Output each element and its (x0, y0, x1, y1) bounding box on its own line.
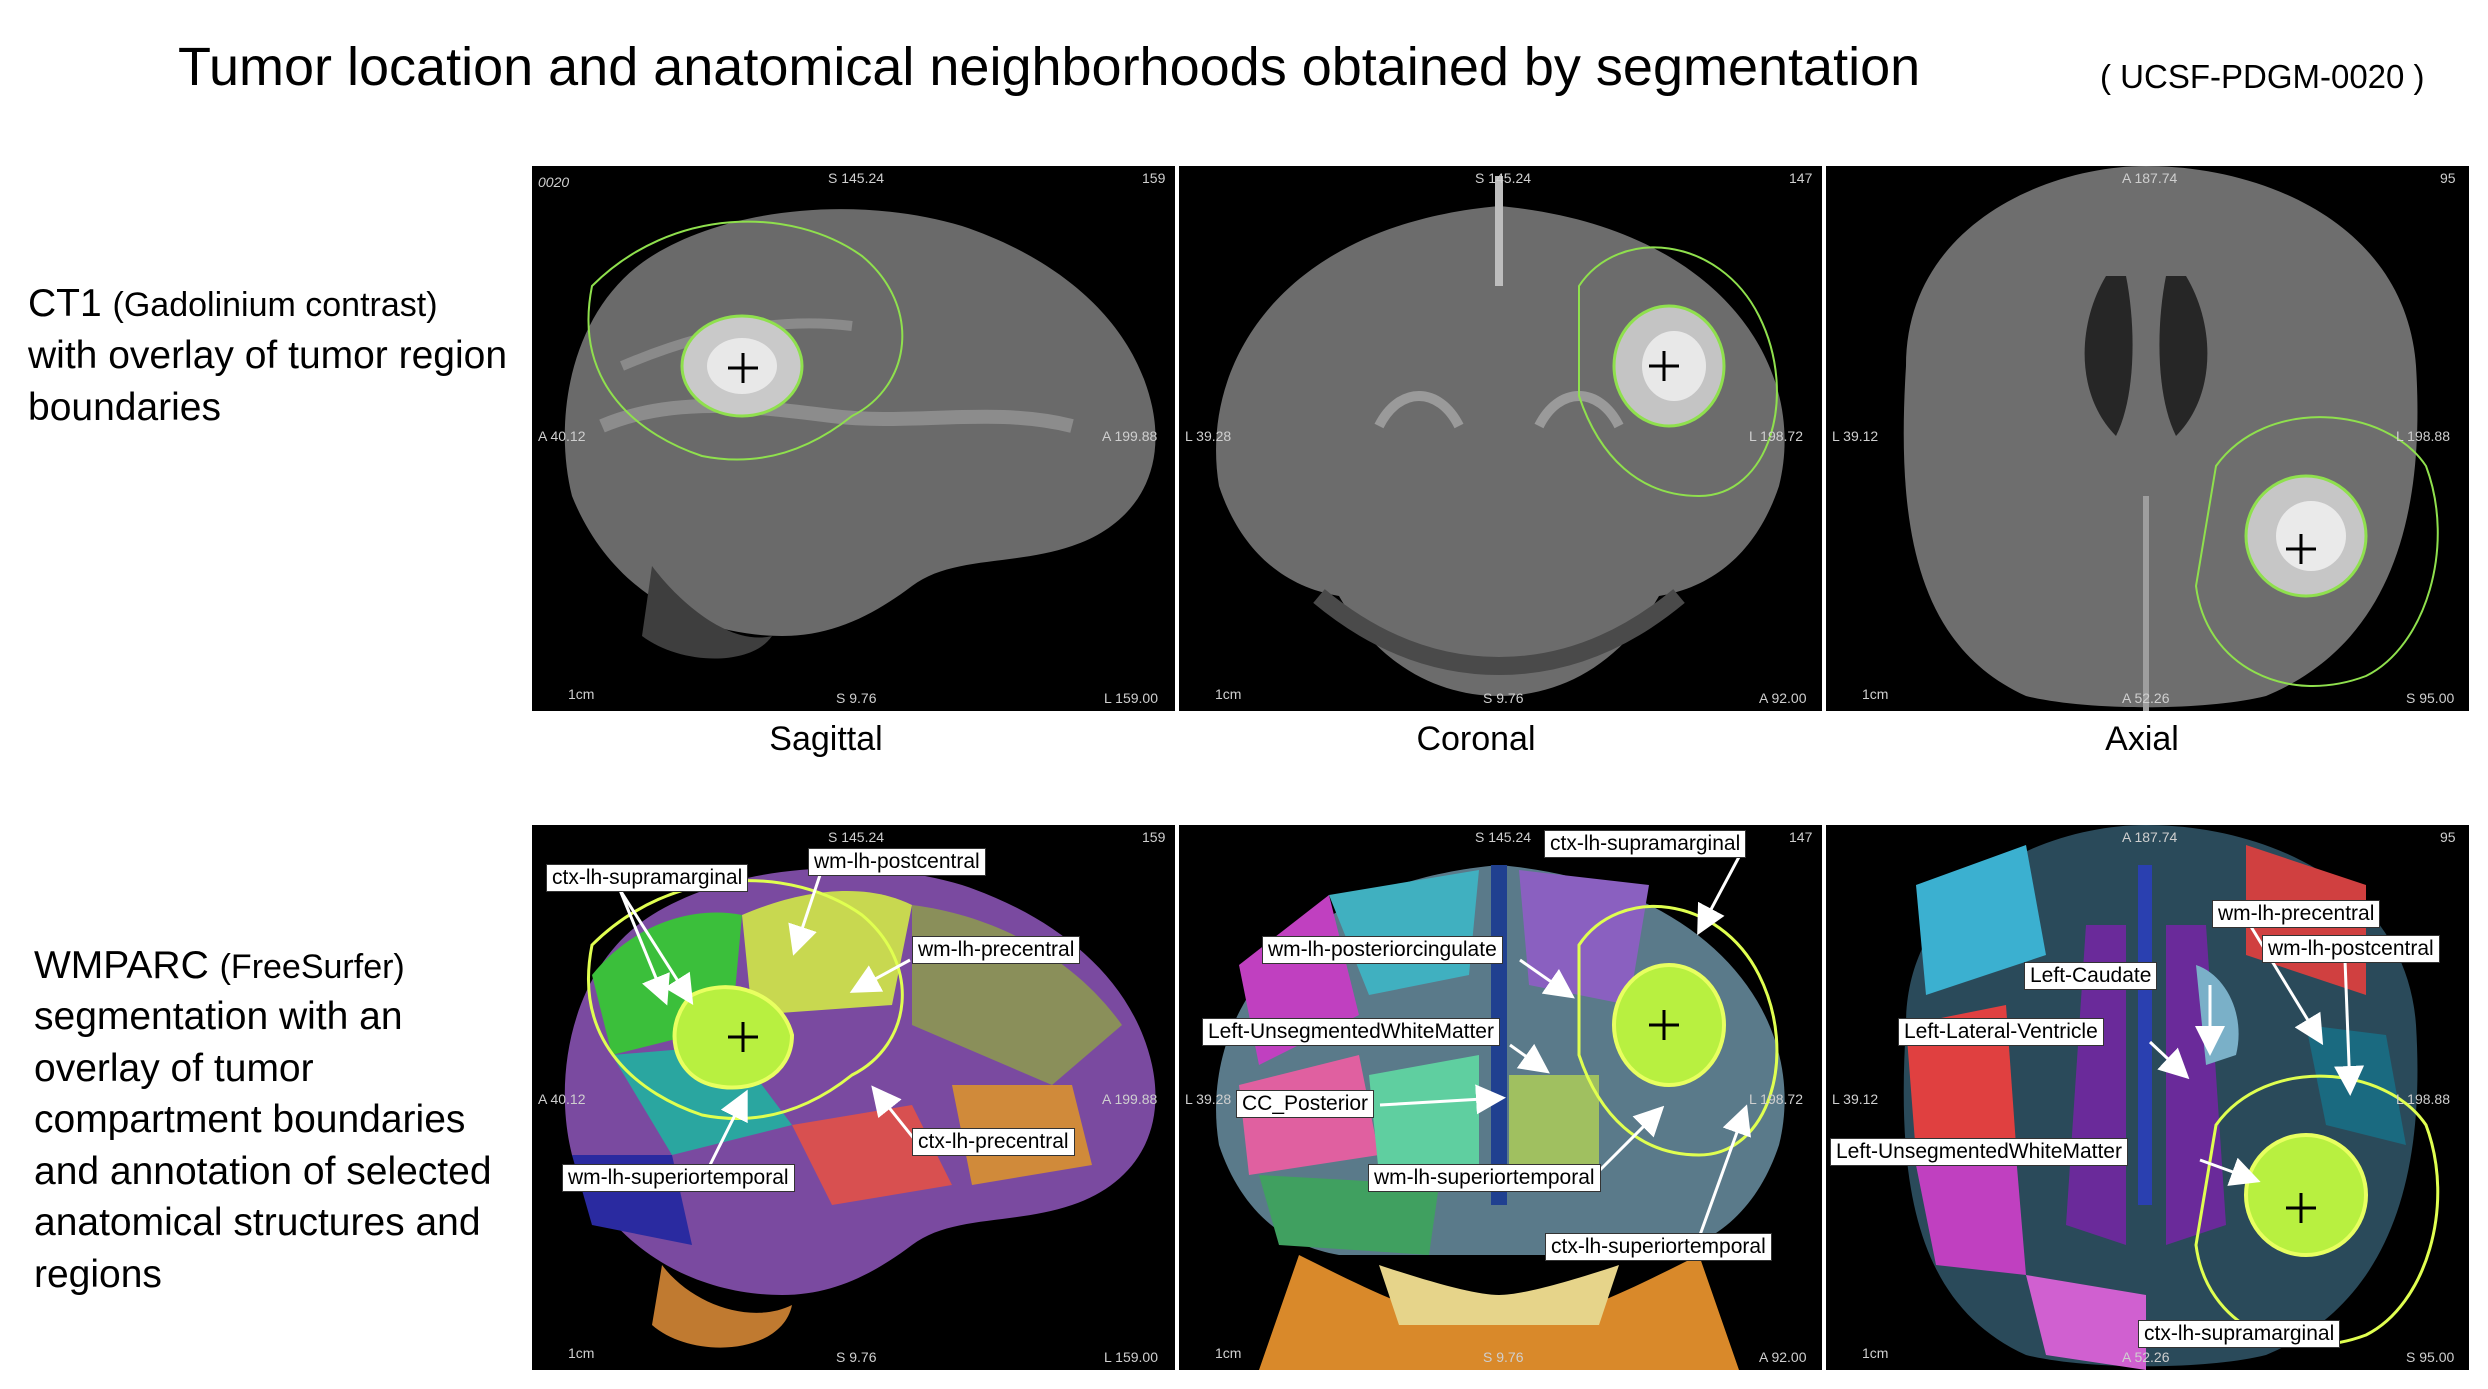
label-sag-precentral-ctx: ctx-lh-precentral (912, 1128, 1075, 1156)
row-name-wmparc: WMPARC (34, 944, 209, 987)
orient-left: L 39.28 (1185, 1091, 1232, 1107)
slice-number: 147 (1789, 170, 1813, 186)
orient-bottom: S 9.76 (836, 1349, 877, 1365)
scale-bar: 1cm (1215, 686, 1242, 702)
ct1-axial-image (1903, 166, 2439, 711)
orient-left: L 39.12 (1832, 1091, 1879, 1107)
orient-left: A 40.12 (538, 428, 586, 444)
orient-top: S 145.24 (828, 170, 885, 186)
orient-bottom-right: A 92.00 (1759, 1349, 1807, 1365)
orient-bottom: S 9.76 (1483, 1349, 1524, 1365)
slice-number: 147 (1789, 829, 1813, 845)
wmparc-sagittal-panel[interactable]: S 145.24 159 A 40.12 A 199.88 S 9.76 L 1… (532, 825, 1175, 1370)
label-ax-precentral: wm-lh-precentral (2212, 900, 2381, 928)
orient-left: A 40.12 (538, 1091, 586, 1107)
ct1-coronal-image (1216, 176, 1785, 696)
orient-right: L 198.72 (1749, 1091, 1803, 1107)
scale-bar: 1cm (1862, 686, 1889, 702)
orient-bottom-right: L 159.00 (1104, 1349, 1158, 1365)
orient-left: L 39.28 (1185, 428, 1232, 444)
row-description-wmparc: WMPARC (FreeSurfer) segmentation with an… (34, 940, 514, 1300)
orient-bottom-right: S 95.00 (2406, 1349, 2455, 1365)
row-text-ct1: with overlay of tumor region boundaries (28, 333, 508, 429)
scale-bar: 1cm (568, 686, 595, 702)
scale-bar: 1cm (1215, 1345, 1242, 1361)
orient-top: A 187.74 (2122, 170, 2178, 186)
orient-right: A 199.88 (1102, 1091, 1158, 1107)
orient-right: L 198.88 (2396, 428, 2450, 444)
orient-bottom-right: L 159.00 (1104, 690, 1158, 706)
orient-left: L 39.12 (1832, 428, 1879, 444)
label-ax-supramarginal: ctx-lh-supramarginal (2138, 1320, 2341, 1348)
view-label-sagittal: Sagittal (769, 720, 883, 758)
row-note-wmparc: (FreeSurfer) (219, 948, 405, 986)
orient-right: L 198.88 (2396, 1091, 2450, 1107)
orient-top: S 145.24 (828, 829, 885, 845)
slice-number: 159 (1142, 170, 1166, 186)
case-id: ( UCSF-PDGM-0020 ) (2100, 58, 2425, 95)
orient-top: A 187.74 (2122, 829, 2178, 845)
label-sag-precentral-wm: wm-lh-precentral (912, 936, 1081, 964)
row-text-wmparc: segmentation with an overlay of tumor co… (34, 995, 492, 1296)
label-cor-posteriorcingulate: wm-lh-posteriorcingulate (1262, 936, 1503, 964)
orient-top: S 145.24 (1475, 829, 1532, 845)
orient-bottom: S 9.76 (836, 690, 877, 706)
orient-bottom-right: A 92.00 (1759, 690, 1807, 706)
label-cor-supramarginal: ctx-lh-supramarginal (1544, 830, 1747, 858)
slice-number: 95 (2440, 829, 2456, 845)
ct1-coronal-panel[interactable]: S 145.24 147 L 39.28 L 198.72 S 9.76 A 9… (1179, 166, 1822, 711)
orient-right: A 199.88 (1102, 428, 1158, 444)
label-ax-ventricle: Left-Lateral-Ventricle (1898, 1018, 2104, 1046)
scale-bar: 1cm (1862, 1345, 1889, 1361)
label-cor-cc: CC_Posterior (1236, 1090, 1375, 1118)
orient-bottom-right: S 95.00 (2406, 690, 2455, 706)
label-sag-superiortemporal: wm-lh-superiortemporal (562, 1164, 795, 1192)
figure-title: Tumor location and anatomical neighborho… (178, 37, 1921, 97)
ct1-sagittal-panel[interactable]: 0020 S 145.24 159 A 40.12 A 199.88 S 9.7… (532, 166, 1175, 711)
orient-bottom: S 9.76 (1483, 690, 1524, 706)
scale-bar: 1cm (568, 1345, 595, 1361)
slice-number: 159 (1142, 829, 1166, 845)
slice-number: 95 (2440, 170, 2456, 186)
row-note-ct1: (Gadolinium contrast) (112, 286, 438, 324)
label-cor-superiortemporal-wm: wm-lh-superiortemporal (1368, 1164, 1601, 1192)
orient-bottom: A 52.26 (2122, 690, 2170, 706)
row-description-ct1: CT1 (Gadolinium contrast) with overlay o… (28, 278, 508, 434)
orient-top: S 145.24 (1475, 170, 1532, 186)
orient-right: L 198.72 (1749, 428, 1803, 444)
view-label-axial: Axial (2105, 720, 2179, 758)
label-cor-unsegmented: Left-UnsegmentedWhiteMatter (1202, 1018, 1500, 1046)
label-cor-superiortemporal-ctx: ctx-lh-superiortemporal (1545, 1233, 1772, 1261)
panel-id: 0020 (538, 174, 570, 190)
wmparc-sagittal-image (564, 868, 1156, 1348)
ct1-axial-panel[interactable]: A 187.74 95 L 39.12 L 198.88 A 52.26 S 9… (1826, 166, 2469, 711)
label-ax-caudate: Left-Caudate (2024, 962, 2158, 990)
row-name-ct1: CT1 (28, 282, 102, 325)
label-sag-postcentral: wm-lh-postcentral (808, 848, 986, 876)
label-ax-unsegmented: Left-UnsegmentedWhiteMatter (1830, 1138, 2128, 1166)
label-ax-postcentral: wm-lh-postcentral (2262, 935, 2440, 963)
ct1-sagittal-image (564, 209, 1156, 659)
label-sag-supramarginal: ctx-lh-supramarginal (546, 864, 749, 892)
orient-bottom: A 52.26 (2122, 1349, 2170, 1365)
view-label-coronal: Coronal (1416, 720, 1536, 758)
